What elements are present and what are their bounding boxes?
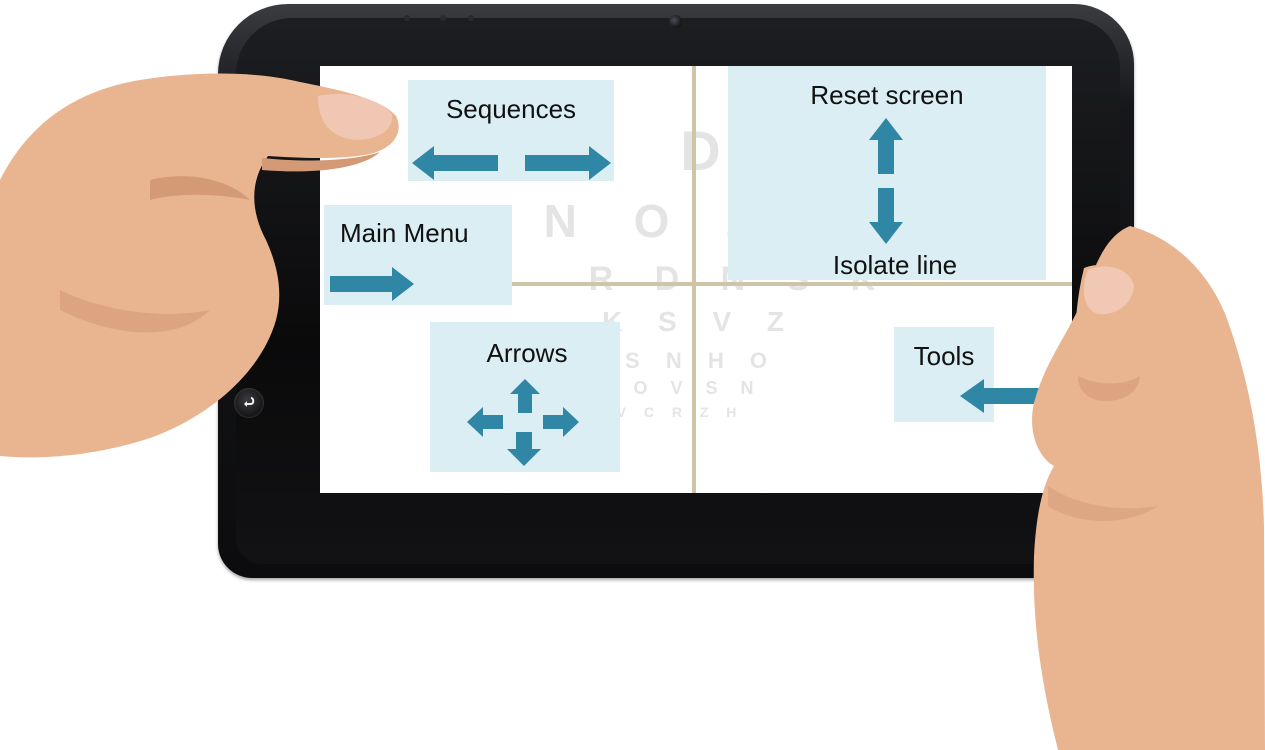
arrow-down-icon	[507, 432, 541, 466]
arrow-up-icon	[869, 118, 903, 174]
eye-chart-line: V C R Z H	[616, 404, 744, 420]
arrows-zone[interactable]: Arrows	[430, 322, 620, 472]
back-icon	[244, 397, 255, 407]
isolate-line-label: Isolate line	[832, 250, 958, 280]
arrows-label: Arrows	[486, 338, 568, 368]
back-button[interactable]	[234, 388, 264, 418]
sensor-dot	[468, 15, 474, 21]
right-hand-illustration	[1032, 226, 1265, 750]
arrow-left-icon	[960, 379, 1045, 413]
arrow-left-icon	[467, 407, 503, 437]
sequences-label: Sequences	[445, 94, 577, 124]
tools-label: Tools	[913, 341, 975, 371]
sensor-dot	[440, 15, 446, 21]
arrow-up-icon	[510, 379, 540, 413]
main-menu-zone[interactable]: Main Menu	[324, 205, 512, 305]
arrow-right-icon	[525, 146, 611, 180]
tablet-screen: S D N O Z R D N S K K S V Z K S N H O H …	[320, 66, 1072, 493]
arrow-right-icon	[330, 267, 414, 301]
reset-isolate-zone[interactable]: Reset screen Isolate line	[728, 66, 1046, 280]
main-menu-label: Main Menu	[340, 218, 469, 248]
horizontal-divider	[512, 282, 1072, 286]
sensor-dot	[404, 15, 410, 21]
front-camera	[669, 15, 682, 28]
sequences-zone[interactable]: Sequences	[408, 80, 614, 181]
vertical-divider	[692, 66, 696, 493]
eye-chart-line: H O V S N	[597, 378, 763, 398]
left-hand-illustration	[0, 73, 399, 458]
reset-screen-label: Reset screen	[810, 80, 964, 110]
arrow-down-icon	[869, 188, 903, 244]
eye-chart-line: N O Z	[543, 195, 777, 247]
arrow-left-icon	[412, 146, 498, 180]
arrow-right-icon	[543, 407, 579, 437]
